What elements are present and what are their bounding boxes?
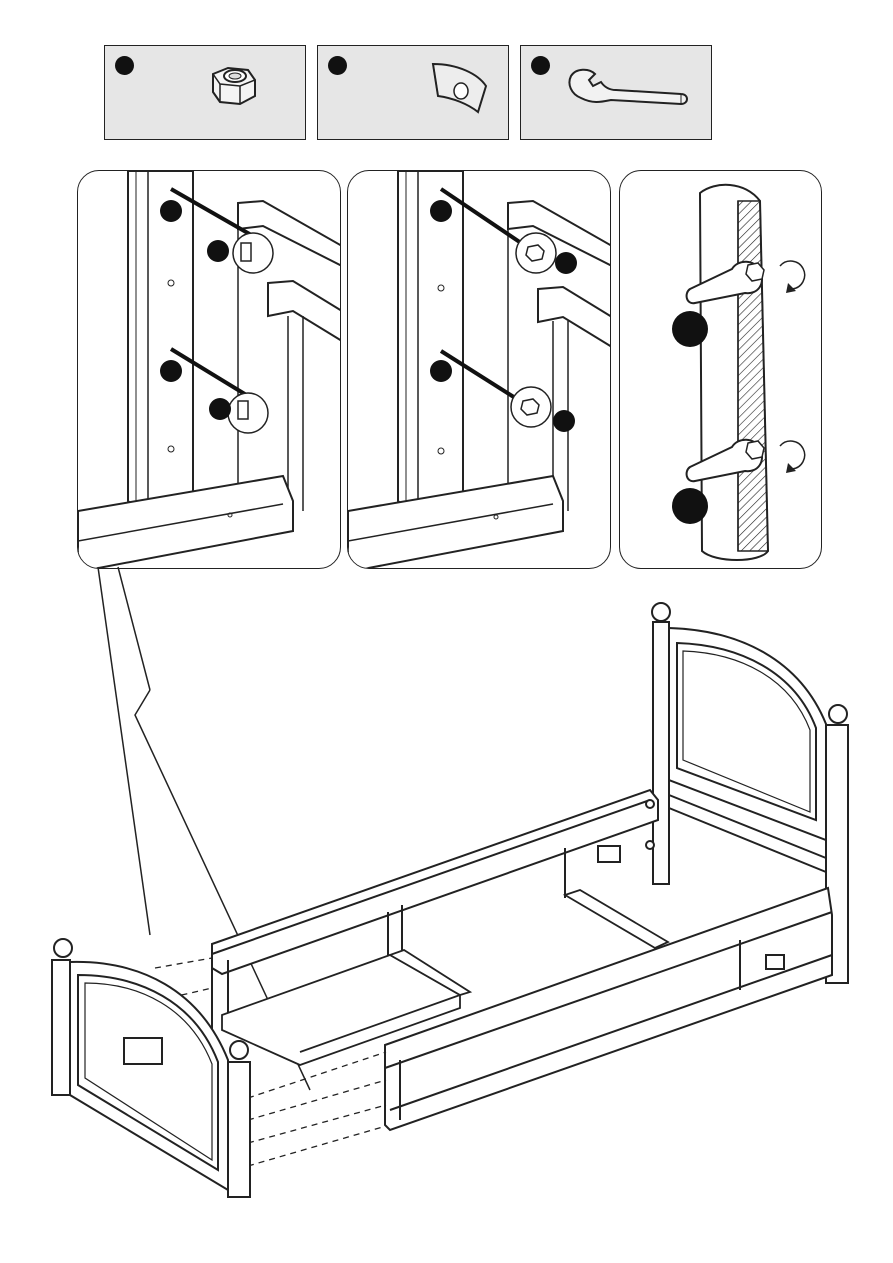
footboard: [52, 939, 250, 1197]
